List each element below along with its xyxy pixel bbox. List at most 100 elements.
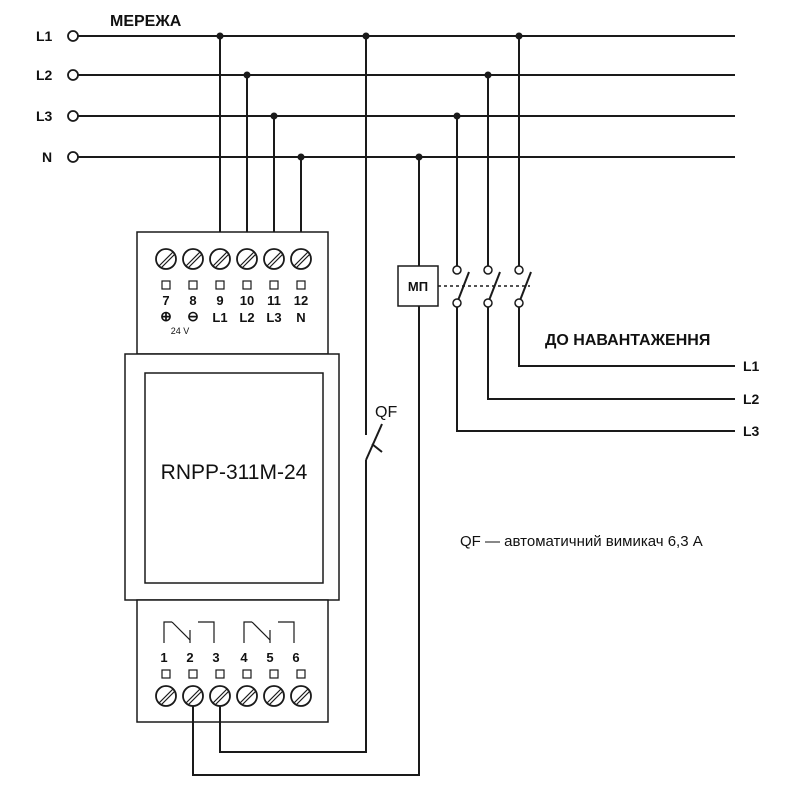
network-line-l3: L3	[36, 108, 735, 124]
contact-l2	[483, 75, 735, 400]
wire-contact-to-load-l1	[518, 307, 735, 367]
screw-terminal	[155, 685, 177, 707]
terminal-indicator	[215, 280, 225, 290]
device-supply-wires	[219, 36, 302, 232]
contact-top	[514, 265, 524, 275]
screw-terminal	[236, 685, 258, 707]
contact-bottom	[452, 298, 462, 308]
network-line-l1: L1	[36, 28, 735, 44]
breaker-latch	[371, 443, 383, 453]
contact-top	[483, 265, 493, 275]
load-line-label: L3	[743, 423, 760, 439]
network-title: МЕРЕЖА	[110, 13, 182, 30]
terminal-indicator	[269, 280, 279, 290]
terminal-indicator	[215, 669, 225, 679]
contactor-coil: МП	[397, 265, 439, 307]
wire-contactor-to-terminal-1	[192, 306, 420, 776]
legend-text: QF — автоматичний вимикач 6,3 А	[460, 533, 703, 550]
screw-terminal	[263, 685, 285, 707]
load-line-label: L1	[743, 358, 760, 374]
supply-voltage-label: 24 V	[171, 326, 190, 336]
network-line-label: L2	[36, 67, 53, 83]
network-line-label: L3	[36, 108, 53, 124]
device-model: RNPP-311M-24	[161, 461, 308, 484]
screw-terminal	[290, 685, 312, 707]
screw-terminal	[209, 685, 231, 707]
bottom-terminal-labels: 1 2 3 4 5 6	[160, 650, 299, 665]
top-screw-terminals	[155, 248, 312, 270]
screw-terminal	[182, 248, 204, 270]
breaker-qf: QF	[365, 404, 397, 461]
terminal-number: 10	[240, 293, 254, 308]
load-line-label: L2	[743, 391, 760, 407]
relay-contact-line	[198, 621, 215, 643]
terminal-number: 9	[216, 293, 223, 308]
terminal-number: 12	[294, 293, 308, 308]
screw-terminal	[236, 248, 258, 270]
relay-blade	[251, 621, 271, 641]
terminal-number: 6	[292, 650, 299, 665]
contact-l3	[452, 116, 735, 432]
screw-terminal	[290, 248, 312, 270]
terminal-indicator	[296, 280, 306, 290]
terminal-indicator	[242, 280, 252, 290]
load-section: ДО НАВАНТАЖЕННЯ L1 L2 L3	[545, 332, 760, 439]
contact-blade	[456, 271, 470, 304]
line-terminal-circle	[67, 30, 79, 42]
contact-blade	[487, 271, 501, 304]
terminal-indicator	[269, 669, 279, 679]
line-terminal-circle	[67, 69, 79, 81]
terminal-number: 3	[212, 650, 219, 665]
contactor-box	[397, 265, 439, 307]
network-line-n: N	[42, 149, 735, 165]
wire-contact-to-load-l2	[487, 307, 735, 400]
load-title: ДО НАВАНТАЖЕННЯ	[545, 332, 710, 349]
network-line-label: N	[42, 149, 52, 165]
contact-bottom	[483, 298, 493, 308]
contact-blade	[518, 271, 532, 304]
terminal-number: 2	[186, 650, 193, 665]
plus-symbol: ⊕	[160, 308, 172, 324]
line-terminal-circle	[67, 110, 79, 122]
terminal-sublabel: N	[296, 310, 305, 325]
control-wires: QF	[192, 36, 420, 776]
terminal-number: 4	[240, 650, 248, 665]
screw-terminal	[182, 685, 204, 707]
terminal-number: 8	[189, 293, 196, 308]
minus-symbol: ⊖	[187, 308, 199, 324]
terminal-number: 11	[267, 293, 281, 308]
wire-contact-to-load-l3	[456, 307, 735, 432]
terminal-number: 7	[162, 293, 169, 308]
relay-contact-line	[278, 621, 295, 643]
network-lines: L1 L2 L3 N	[36, 28, 735, 165]
top-terminal-indicators	[161, 280, 306, 290]
bottom-screw-terminals	[155, 685, 312, 707]
network-line-l2: L2	[36, 67, 735, 83]
breaker-blade	[365, 423, 383, 461]
relay-blade	[171, 621, 191, 641]
terminal-indicator	[188, 280, 198, 290]
terminal-indicator	[296, 669, 306, 679]
terminal-indicator	[188, 669, 198, 679]
contactor-label: МП	[408, 279, 428, 294]
terminal-number: 5	[266, 650, 273, 665]
screw-terminal	[263, 248, 285, 270]
relay-contact-line	[243, 621, 252, 643]
contact-bottom	[514, 298, 524, 308]
screw-terminal	[155, 248, 177, 270]
top-terminal-labels: 7 8 9 10 11 12 ⊕ ⊖ L1 L2 L3 N 24 V	[160, 293, 308, 336]
network-line-label: L1	[36, 28, 53, 44]
line-terminal-circle	[67, 151, 79, 163]
device-face-panel	[144, 372, 324, 584]
junction-dots	[216, 32, 523, 161]
contact-top	[452, 265, 462, 275]
contact-l1	[514, 36, 735, 367]
contactor-contacts	[452, 36, 735, 432]
screw-terminal	[209, 248, 231, 270]
relay-contact-symbols	[163, 621, 295, 643]
bottom-terminal-indicators	[161, 669, 306, 679]
terminal-sublabel: L1	[212, 310, 227, 325]
wire-breaker-to-terminal-2	[219, 460, 367, 753]
relay-contact-line	[163, 621, 172, 643]
